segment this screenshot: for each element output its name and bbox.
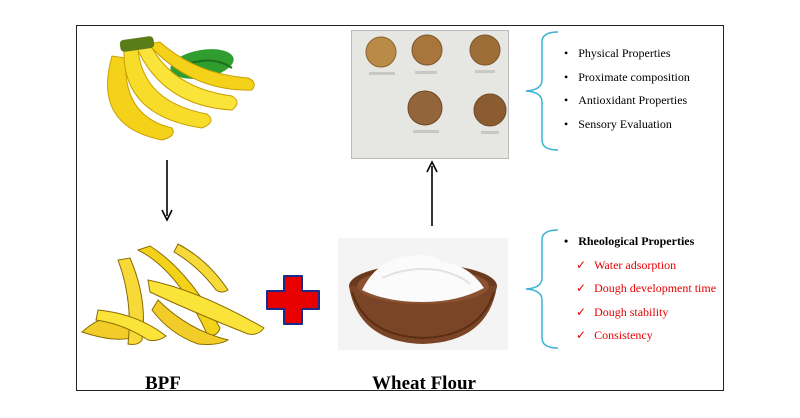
banana-bunch-icon bbox=[107, 36, 255, 141]
list-item: ✓Dough development time bbox=[576, 281, 717, 295]
flour-bowl-icon bbox=[349, 254, 497, 344]
list-item: Proximate composition bbox=[560, 66, 690, 90]
list-item: Physical Properties bbox=[560, 42, 690, 66]
arrow-down bbox=[161, 160, 173, 222]
list-item: Sensory Evaluation bbox=[560, 113, 690, 137]
check-icon: ✓ bbox=[576, 257, 587, 272]
label-bpf: BPF bbox=[145, 373, 181, 394]
bracket-top bbox=[525, 31, 559, 151]
bracket-bottom bbox=[525, 229, 559, 349]
list-item: ✓Water adsorption bbox=[576, 257, 677, 272]
top-properties-list: Physical Properties Proximate compositio… bbox=[560, 42, 690, 136]
rheology-list: Rheological Properties ✓Water adsorption… bbox=[560, 230, 716, 348]
check-icon: ✓ bbox=[576, 304, 587, 319]
list-item: ✓Consistency bbox=[576, 328, 653, 342]
list-item: ✓Dough stability bbox=[576, 304, 669, 319]
check-icon: ✓ bbox=[576, 328, 587, 342]
list-item: Antioxidant Properties bbox=[560, 89, 690, 113]
rheology-heading: Rheological Properties bbox=[560, 230, 716, 254]
banana-peels-icon bbox=[81, 243, 265, 345]
label-wheat-flour: Wheat Flour bbox=[372, 373, 476, 394]
arrow-up bbox=[426, 160, 438, 226]
cookies-photo-art bbox=[365, 34, 507, 134]
figure-frame bbox=[76, 25, 724, 391]
check-icon: ✓ bbox=[576, 281, 587, 295]
plus-icon bbox=[266, 275, 320, 325]
